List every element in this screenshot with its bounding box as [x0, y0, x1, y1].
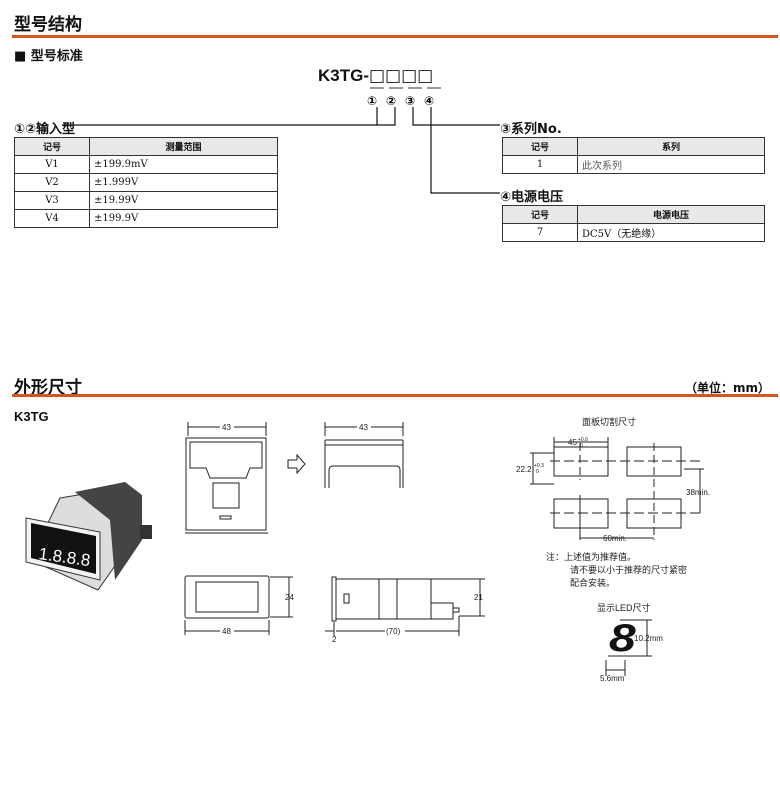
cutout-hpitch: 60min.: [603, 534, 627, 543]
leader-lines: [62, 107, 500, 194]
cell-voltage: DC5V（无绝缘）: [577, 223, 765, 242]
input-type-table: 记号测量范围 V1±199.9mV V2±1.999V V3±19.99V V4…: [14, 137, 278, 228]
dim-front-height: 24: [285, 593, 294, 602]
table-row: V3±19.99V: [14, 191, 278, 210]
led-height: 10.2mm: [634, 634, 663, 643]
note-line-3: 配合安装。: [570, 577, 615, 588]
section-divider: [12, 394, 778, 397]
note-line-2: 请不要以小于推荐的尺寸紧密: [570, 564, 687, 575]
led-title: 显示LED尺寸: [597, 602, 651, 613]
circled-2: ②: [386, 94, 396, 108]
header-voltage: 电源电压: [577, 205, 765, 224]
cell-range: ±19.99V: [89, 191, 278, 210]
dim-side-front: 2: [332, 635, 337, 644]
section-divider: [12, 35, 778, 38]
cell-code: 7: [502, 223, 578, 242]
cell-code: V3: [14, 191, 90, 210]
cutout-height: 22.2: [516, 465, 532, 474]
cutout-height-tol: +0.3: [534, 463, 544, 469]
section-title-dimensions: 外形尺寸: [14, 378, 82, 398]
cell-code: V2: [14, 173, 90, 192]
unit-label: （单位：mm）: [684, 381, 770, 395]
cell-code: 1: [502, 155, 578, 174]
model-code: K3TG-□□□□: [318, 66, 433, 86]
header-series: 系列: [577, 137, 765, 156]
section-title-model-structure: 型号结构: [14, 15, 82, 35]
header-code: 记号: [502, 205, 578, 224]
model-prefix: K3TG-: [318, 66, 369, 85]
circled-1: ①: [367, 94, 377, 108]
table-row: V1±199.9mV: [14, 155, 278, 174]
cell-code: V1: [14, 155, 90, 174]
cutout-width-tol2: 0: [580, 443, 583, 449]
dim-top-width: 43: [222, 423, 231, 432]
note-line-1: 注：上述值为推荐值。: [546, 551, 636, 562]
device-photo: 1.8.8.8: [25, 482, 152, 591]
model-label: K3TG: [14, 409, 49, 424]
cutout-height-tol2: 0: [536, 469, 539, 475]
header-range: 测量范围: [89, 137, 278, 156]
dim-front-width: 48: [222, 627, 231, 636]
table-header: 记号电源电压: [502, 205, 765, 224]
header-code: 记号: [502, 137, 578, 156]
circled-3: ③: [405, 94, 415, 108]
cutout-width-tol: +0.6: [578, 437, 588, 443]
table-header: 记号测量范围: [14, 137, 278, 156]
cutout-vpitch: 38min.: [686, 488, 710, 497]
model-boxes: □□□□: [369, 66, 434, 86]
cutout-title: 面板切割尺寸: [582, 416, 636, 427]
cell-range: ±199.9mV: [89, 155, 278, 174]
subsection-title: ■ 型号标准: [14, 49, 83, 64]
cutout-width: 45: [568, 438, 577, 447]
table-row: V4±199.9V: [14, 209, 278, 228]
dim-side-height: 21: [474, 593, 483, 602]
table-row: V2±1.999V: [14, 173, 278, 192]
power-heading: ④电源电压: [500, 190, 564, 205]
input-type-heading: ①②输入型: [14, 122, 76, 137]
table-header: 记号系列: [502, 137, 765, 156]
dim-side-length: (70): [386, 627, 401, 636]
led-width: 5.6mm: [600, 674, 625, 683]
header-code: 记号: [14, 137, 90, 156]
dim-rear-width: 43: [359, 423, 368, 432]
series-heading: ③系列No.: [500, 122, 562, 137]
led-digit-icon: 8: [609, 616, 636, 660]
circled-4: ④: [424, 94, 434, 108]
dimension-drawings: [184, 422, 704, 676]
cell-range: ±199.9V: [89, 209, 278, 228]
cell-range: ±1.999V: [89, 173, 278, 192]
cell-series: 此次系列: [577, 155, 765, 174]
cell-code: V4: [14, 209, 90, 228]
